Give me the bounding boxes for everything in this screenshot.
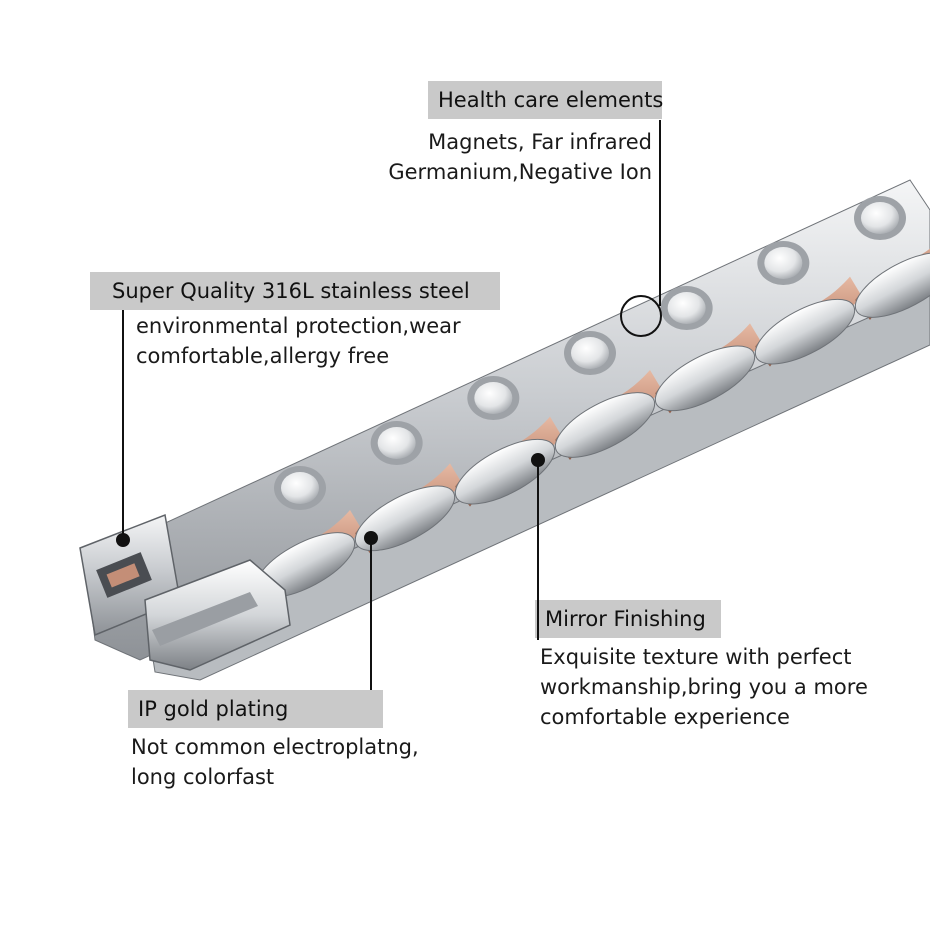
mirror-label: Mirror Finishing — [535, 600, 721, 638]
magnet-stud — [474, 382, 513, 414]
mirror-description: Exquisite texture with perfect workmansh… — [540, 642, 868, 732]
steel-pointer-dot — [116, 533, 130, 547]
back-band — [84, 179, 930, 661]
steel-line-1: environmental protection,wear — [136, 314, 461, 338]
silver-link — [454, 438, 556, 505]
health-line-1: Magnets, Far infrared — [428, 130, 652, 154]
mirror-line-1: Exquisite texture with perfect — [540, 645, 852, 669]
gold-plating-label: IP gold plating — [128, 690, 383, 728]
gold-pointer-dot — [364, 531, 378, 545]
mirror-pointer-dot — [531, 453, 545, 467]
mirror-line-2: workmanship,bring you a more — [540, 675, 868, 699]
gold-plating-description: Not common electroplatng, long colorfast — [131, 732, 419, 792]
steel-pointer-line — [122, 310, 124, 540]
health-pointer-ring — [620, 295, 662, 337]
gold-line-2: long colorfast — [131, 765, 275, 789]
steel-label: Super Quality 316L stainless steel — [90, 272, 500, 310]
magnet-stud — [764, 247, 803, 279]
health-line-2: Germanium,Negative Ion — [388, 160, 652, 184]
mirror-pointer-line — [537, 460, 539, 640]
health-elements-label: Health care elements — [428, 81, 663, 119]
health-elements-description: Magnets, Far infrared Germanium,Negative… — [388, 127, 652, 187]
gold-pointer-line — [370, 538, 372, 690]
clasp — [79, 513, 291, 671]
magnet-studs — [274, 196, 906, 510]
steel-description: environmental protection,wear comfortabl… — [136, 311, 461, 371]
silver-link — [354, 485, 456, 552]
health-pointer-line — [659, 120, 661, 306]
silver-link — [754, 298, 856, 365]
magnet-stud — [861, 202, 899, 234]
magnet-stud — [281, 472, 319, 504]
magnet-stud — [571, 337, 609, 369]
magnet-stud — [377, 427, 416, 459]
silver-links — [254, 252, 930, 598]
steel-line-2: comfortable,allergy free — [136, 344, 390, 368]
silver-link — [554, 392, 656, 458]
mirror-line-3: comfortable experience — [540, 705, 790, 729]
magnet-stud — [667, 292, 706, 324]
gold-line-1: Not common electroplatng, — [131, 735, 419, 759]
silver-link — [654, 345, 756, 412]
